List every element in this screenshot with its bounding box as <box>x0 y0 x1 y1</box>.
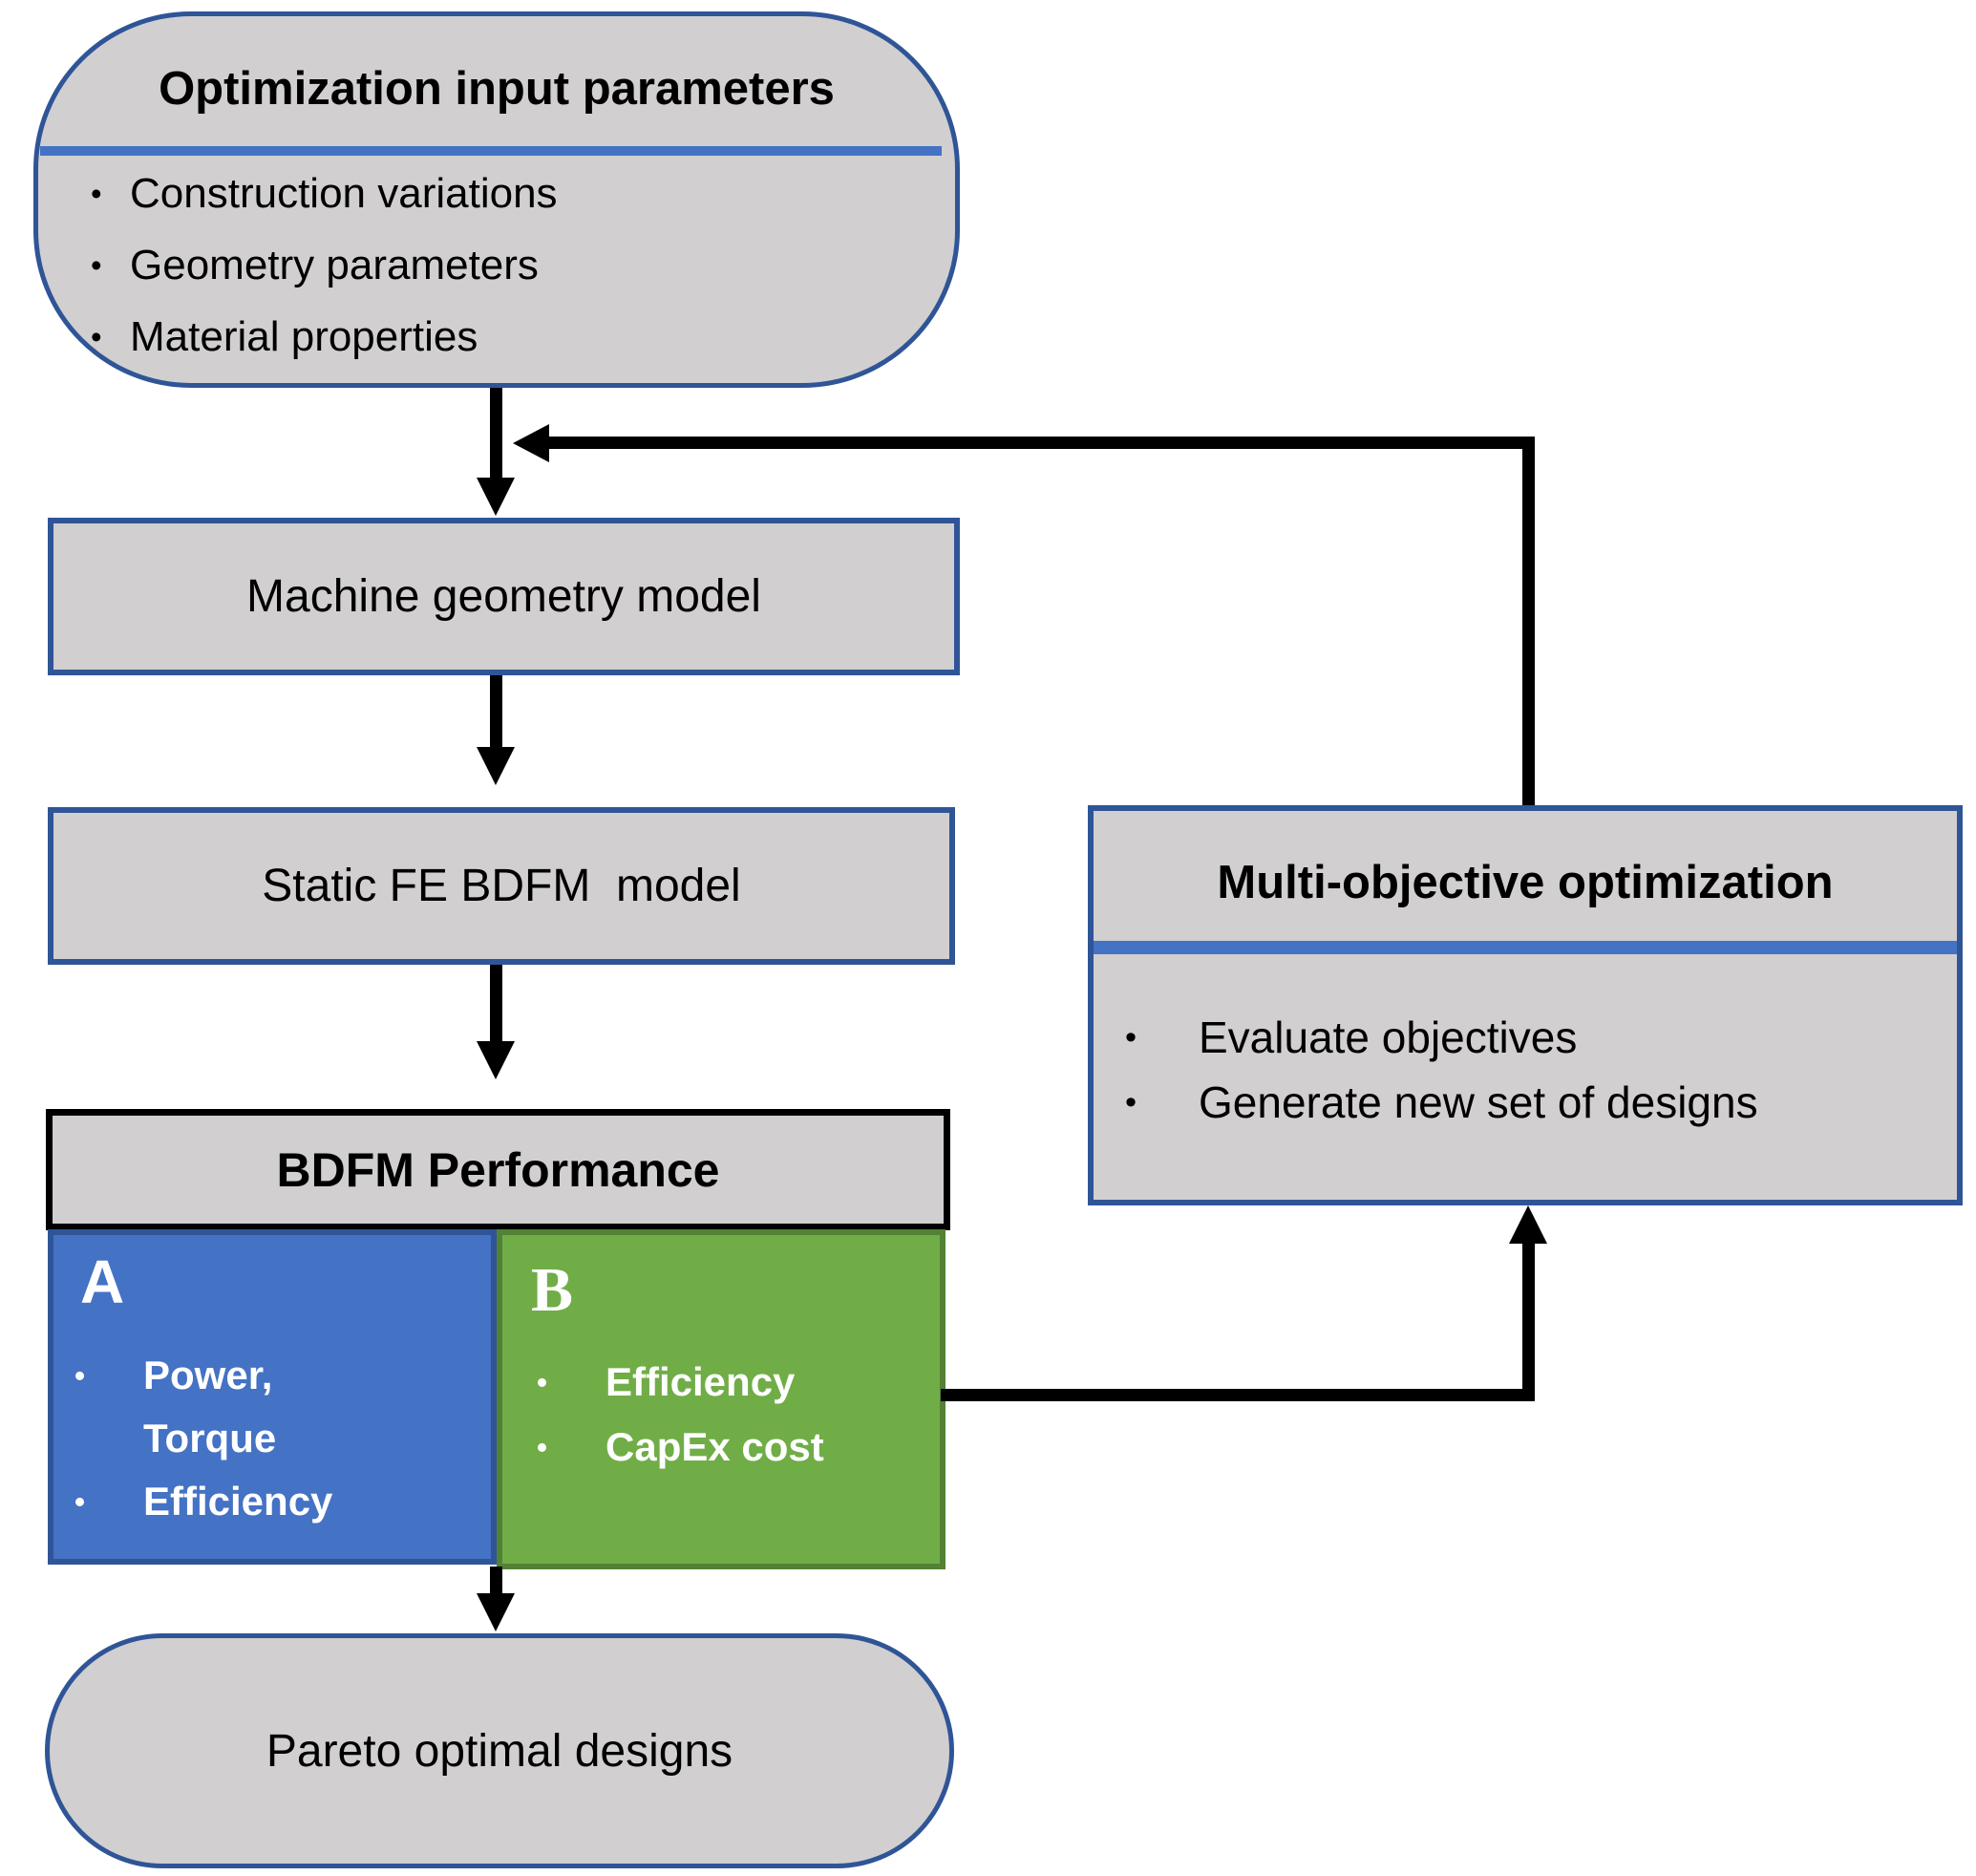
branch-a-bullet-item: Efficiency <box>74 1470 485 1533</box>
input-bullet-list: Construction variations Geometry paramet… <box>91 158 936 373</box>
node-optimization-input: Optimization input parameters Constructi… <box>33 11 960 388</box>
arrow-branch-b-to-multi-horizontal <box>941 1389 1535 1401</box>
node-multi-objective-optimization: Multi-objective optimization Evaluate ob… <box>1088 805 1963 1205</box>
arrow-static-to-performance-shaft <box>490 965 502 1042</box>
multi-objective-bullet-item: Evaluate objectives <box>1125 1005 1947 1070</box>
arrow-machine-to-static-shaft <box>490 675 502 748</box>
branch-b-bullet-item: CapEx cost <box>537 1415 934 1480</box>
bdfm-performance-label: BDFM Performance <box>276 1142 720 1197</box>
arrow-performance-to-pareto-shaft <box>490 1567 502 1594</box>
arrow-input-to-machine-shaft <box>490 388 502 480</box>
arrow-input-to-machine-head <box>477 478 515 516</box>
multi-objective-title: Multi-objective optimization <box>1217 857 1834 908</box>
branch-b-letter: B <box>531 1255 574 1325</box>
node-static-fe-bdfm-model: Static FE BDFM model <box>48 807 955 965</box>
static-fe-label: Static FE BDFM model <box>262 861 741 911</box>
node-bdfm-performance: BDFM Performance <box>46 1109 950 1230</box>
multi-objective-divider <box>1094 941 1957 954</box>
multi-objective-bullet-list: Evaluate objectives Generate new set of … <box>1125 1005 1947 1135</box>
arrow-performance-to-pareto-head <box>477 1593 515 1631</box>
pareto-label: Pareto optimal designs <box>266 1725 733 1777</box>
input-bullet-item: Construction variations <box>91 158 936 229</box>
multi-objective-bullet-item: Generate new set of designs <box>1125 1070 1947 1135</box>
input-title-divider <box>40 146 942 156</box>
input-bullet-item: Geometry parameters <box>91 229 936 301</box>
branch-b-bullet-list: Efficiency CapEx cost <box>537 1350 934 1480</box>
branch-a-bullet-list: Power, Torque Efficiency <box>74 1344 485 1533</box>
node-machine-geometry-model: Machine geometry model <box>48 518 960 675</box>
input-bullet-item: Material properties <box>91 301 936 373</box>
branch-b-bullet-item: Efficiency <box>537 1350 934 1415</box>
branch-a-bullet-item-continuation: Torque <box>143 1416 277 1460</box>
feedback-arrow-horizontal <box>549 437 1535 449</box>
branch-a-bullet-item: Power, <box>74 1344 485 1407</box>
feedback-arrow-head <box>513 424 549 462</box>
arrow-branch-b-to-multi-vertical <box>1522 1242 1535 1401</box>
arrow-branch-b-to-multi-head <box>1509 1205 1547 1244</box>
node-pareto-optimal-designs: Pareto optimal designs <box>45 1633 954 1868</box>
arrow-machine-to-static-head <box>477 747 515 785</box>
branch-a-letter: A <box>80 1247 125 1316</box>
optimization-input-title: Optimization input parameters <box>159 63 835 115</box>
node-branch-a: A Power, Torque Efficiency <box>48 1229 497 1565</box>
arrow-static-to-performance-head <box>477 1041 515 1079</box>
node-branch-b: B Efficiency CapEx cost <box>497 1229 946 1569</box>
feedback-arrow-vertical <box>1522 437 1535 806</box>
machine-geometry-label: Machine geometry model <box>246 571 761 622</box>
